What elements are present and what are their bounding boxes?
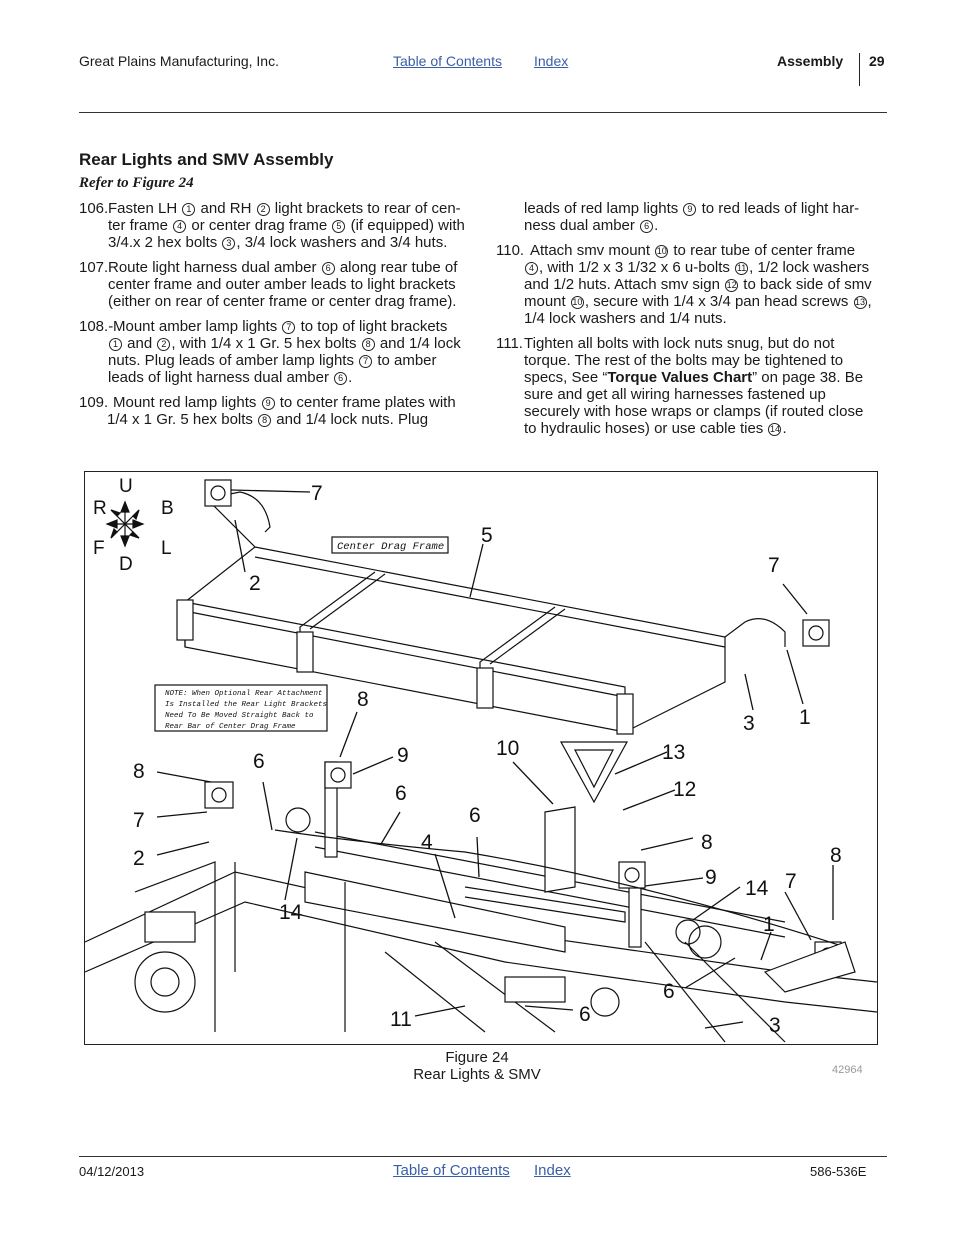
step-108: 108.- Mount amber lamp lights 7 to top o…: [79, 318, 461, 386]
section-title: Rear Lights and SMV Assembly: [79, 150, 334, 169]
callout-7: 7: [768, 554, 780, 577]
torque-chart-reference: Torque Values Chart: [607, 369, 753, 386]
note-box: [154, 684, 328, 732]
toc-link-bottom[interactable]: Table of Contents: [393, 1162, 510, 1179]
step-106: 106. Fasten LH 1 and RH 2 light brackets…: [79, 200, 465, 251]
callout-6: 6: [663, 980, 675, 1003]
callout-1: 1: [763, 913, 775, 936]
callout-8: 8: [133, 760, 145, 783]
callout-8: 8: [830, 844, 842, 867]
dir-up: U: [119, 476, 133, 497]
step-110: 110. Attach smv mount 10 to rear tube of…: [496, 242, 872, 327]
callout-3: 3: [743, 712, 755, 735]
document-number: 586-536E: [810, 1164, 867, 1179]
callout-9: 9: [397, 744, 409, 767]
callout-6: 6: [469, 804, 481, 827]
callout-11: 11: [390, 1008, 412, 1031]
section-name: Assembly: [777, 53, 844, 69]
dir-left: L: [161, 538, 172, 559]
index-link-top[interactable]: Index: [534, 53, 569, 69]
callout-7: 7: [785, 870, 797, 893]
toc-link-top[interactable]: Table of Contents: [393, 53, 502, 69]
callout-14: 14: [745, 877, 769, 900]
step-111: 111. Tighten all bolts with lock nuts sn…: [496, 335, 864, 437]
callout-8: 8: [701, 831, 713, 854]
callout-6: 6: [395, 782, 407, 805]
callout-14: 14: [279, 901, 303, 924]
note-text: NOTE: When Optional Rear Attachment Is I…: [165, 690, 332, 731]
figure-24-drawing: U D R B F L: [84, 471, 878, 1045]
frame-label-box: [331, 536, 449, 554]
index-link-bottom[interactable]: Index: [534, 1162, 571, 1179]
callout-13: 13: [662, 741, 685, 764]
dir-right: R: [93, 498, 107, 519]
callout-9: 9: [705, 866, 717, 889]
callout-labels: 7 5 2 7 3 1 8 9 6 10 13 12 8 7 2 6 6 4 8…: [133, 482, 842, 1037]
callout-8: 8: [357, 688, 369, 711]
step-109: 109. Mount red lamp lights 9 to center f…: [79, 394, 456, 428]
center-drag-frame: [176, 479, 830, 735]
footer-rule: [79, 1156, 887, 1157]
drawing-number: 42964: [832, 1064, 863, 1076]
company-name: Great Plains Manufacturing, Inc.: [79, 53, 279, 69]
callout-10: 10: [496, 737, 519, 760]
frame-label: Center Drag Frame: [337, 541, 444, 553]
header-divider: [859, 53, 860, 86]
callout-5: 5: [481, 524, 493, 547]
callout-6: 6: [253, 750, 265, 773]
leader-lines: [156, 489, 834, 1029]
dir-down: D: [119, 554, 133, 575]
callout-7: 7: [311, 482, 323, 505]
step-109-continued: leads of red lamp lights 9 to red leads …: [524, 200, 860, 234]
dir-front: F: [93, 538, 105, 559]
callout-4: 4: [421, 831, 433, 854]
page-number: 29: [869, 53, 885, 69]
figure-reference: Refer to Figure 24: [79, 175, 194, 191]
figure-caption-title: Rear Lights & SMV: [413, 1066, 541, 1083]
callout-1: 1: [799, 706, 811, 729]
callout-2: 2: [133, 847, 145, 870]
figure-caption-number: Figure 24: [445, 1049, 509, 1066]
header-rule: [79, 112, 887, 113]
machine-assembly: [84, 741, 878, 1043]
direction-compass: U D R B F L: [93, 476, 174, 575]
footer-date: 04/12/2013: [79, 1164, 145, 1179]
callout-12: 12: [673, 778, 696, 801]
callout-2: 2: [249, 572, 261, 595]
callout-7: 7: [133, 809, 145, 832]
callout-6: 6: [579, 1003, 591, 1026]
callout-3: 3: [769, 1014, 781, 1037]
step-107: 107. Route light harness dual amber 6 al…: [79, 259, 458, 310]
dir-back: B: [161, 498, 174, 519]
